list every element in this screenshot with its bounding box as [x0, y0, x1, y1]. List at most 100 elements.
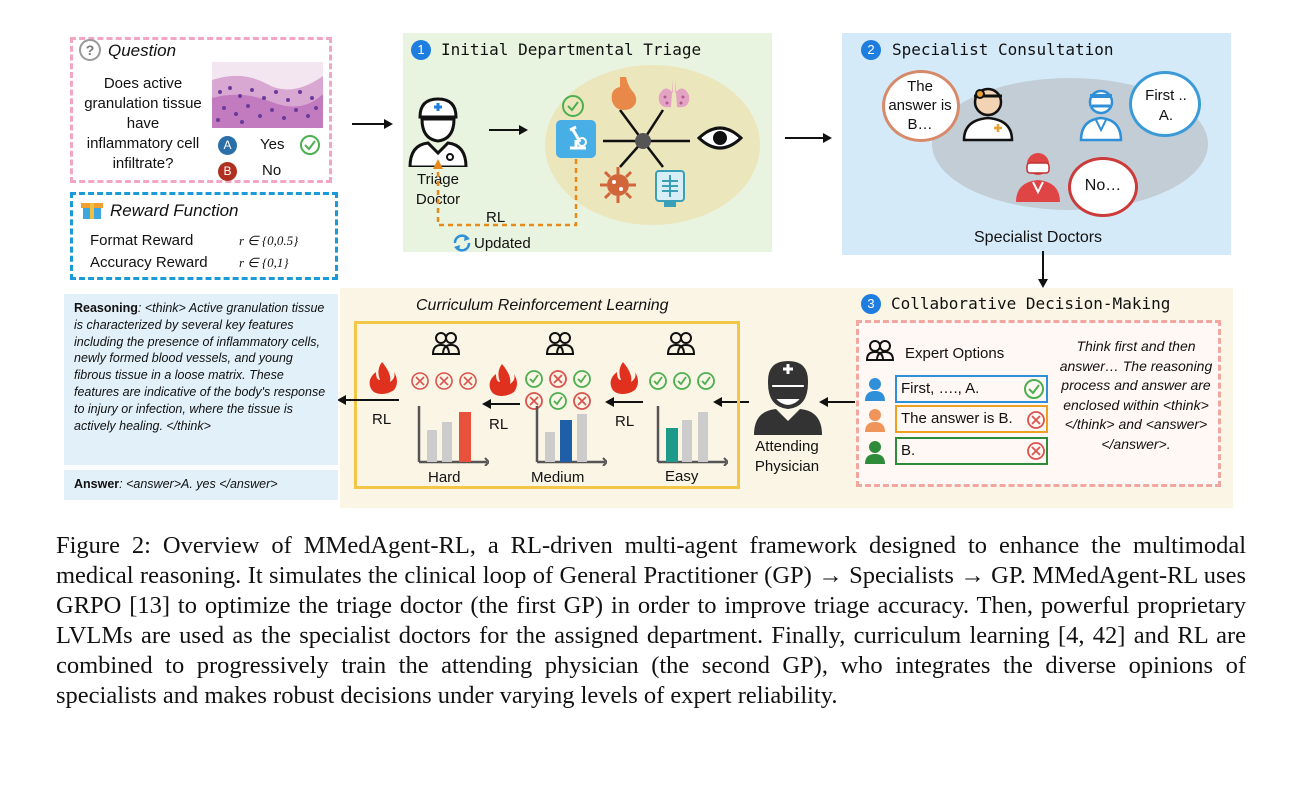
expert-option-1-text: First, …., A.: [901, 380, 980, 397]
arrow-triage-to-specialist: [785, 133, 832, 143]
option-3-cross-icon: [1026, 441, 1046, 466]
answer-text-block: Answer: <answer>A. yes </answer>: [74, 477, 278, 491]
expert-options-label: Expert Options: [905, 345, 1005, 362]
lungs-icon: [655, 75, 693, 118]
expert-option-3-text: B.: [901, 442, 916, 459]
check-icon: [299, 134, 321, 161]
virus-icon: [598, 165, 638, 210]
expert-option-2-text: The answer is B.: [901, 410, 1013, 427]
arrow-attending-to-curriculum: [713, 397, 749, 407]
medium-outcomes: [525, 370, 591, 410]
specialist-title: Specialist Consultation: [892, 40, 1114, 59]
hard-bar-chart: [417, 406, 489, 466]
accuracy-reward-label: Accuracy Reward: [90, 254, 208, 271]
reward-title: Reward Function: [110, 201, 239, 220]
arrow-easy-to-medium: [605, 397, 643, 407]
expert-2-icon: [864, 408, 886, 437]
question-text: Does active granulation tissue have infl…: [84, 75, 202, 172]
department-hub: [603, 109, 690, 168]
hard-outcomes: [411, 372, 477, 390]
triage-title: Initial Departmental Triage: [441, 40, 702, 59]
histology-image: [212, 62, 323, 128]
figure-caption: Figure 2: Overview of MMedAgent-RL, a RL…: [56, 532, 1246, 709]
flame-icon-easy: [607, 360, 639, 399]
expert-3-icon: [864, 440, 886, 469]
bubble-3-text: No…: [1084, 177, 1122, 194]
triage-badge: 1: [411, 40, 431, 60]
easy-group-icon: [666, 330, 696, 361]
rl-label-hard: RL: [372, 411, 392, 428]
eye-icon: [696, 124, 744, 157]
specialist-bubble-1: [882, 70, 960, 142]
specialist-bubble-2: [1129, 71, 1201, 137]
triage-doctor-icon: [406, 95, 470, 172]
reasoning-label: Reasoning: [74, 301, 138, 315]
curriculum-panel: [354, 321, 740, 489]
specialist-doctor-2-icon: [1078, 86, 1124, 147]
option-b-text: No: [262, 162, 282, 179]
rl-label-medium: RL: [489, 416, 509, 433]
attending-physician-label: Attending Physician: [754, 438, 820, 475]
reward-panel: [70, 192, 338, 280]
easy-bar-chart: [656, 406, 728, 466]
option-a-text: Yes: [260, 136, 285, 153]
answer-label: Answer: [74, 477, 120, 491]
answer-text: : <answer>A. yes </answer>: [119, 477, 278, 491]
microscope-icon: [556, 120, 596, 158]
hard-label: Hard: [428, 469, 461, 486]
easy-label: Easy: [665, 468, 699, 485]
reasoning-text-block: Reasoning: <think> Active granulation ti…: [74, 300, 332, 434]
curriculum-title: Curriculum Reinforcement Learning: [416, 297, 669, 314]
reasoning-text: : <think> Active granulation tissue is c…: [74, 301, 326, 433]
option-1-check-icon: [1023, 378, 1045, 405]
bubble-2-text: First .. A.: [1145, 87, 1187, 124]
option-a-badge: A: [218, 136, 237, 155]
collab-badge: 3: [861, 294, 881, 314]
arrow-medium-to-hard: [482, 399, 520, 409]
medium-label: Medium: [531, 469, 585, 486]
gift-icon: [80, 198, 104, 225]
reasoning-panel: [64, 294, 338, 465]
collab-title: Collaborative Decision-Making: [891, 294, 1171, 313]
flame-icon-medium: [486, 362, 518, 401]
option-b-badge: B: [218, 162, 237, 181]
arrow-collab-to-attending: [819, 397, 855, 407]
medium-bar-chart: [535, 406, 607, 466]
specialist-badge: 2: [861, 40, 881, 60]
question-panel: [70, 37, 332, 183]
format-reward-formula: r ∈ {0,0.5}: [239, 233, 299, 248]
updated-label: Updated: [474, 235, 531, 252]
triage-check-icon: [561, 94, 585, 123]
arrow-specialist-to-collab: [1038, 251, 1048, 288]
arrow-hard-to-output: [337, 395, 399, 405]
triage-rl-label: RL: [486, 209, 506, 226]
stomach-icon: [606, 75, 642, 120]
refresh-icon: [451, 233, 473, 258]
flame-icon-hard: [366, 360, 398, 399]
xray-icon: [654, 167, 686, 214]
expert-option-3-box: [895, 437, 1048, 465]
rl-label-easy: RL: [615, 413, 635, 430]
expert-1-icon: [864, 377, 886, 406]
expert-options-icon: [865, 338, 895, 367]
option-2-cross-icon: [1026, 410, 1046, 435]
arrow-doctor-to-department: [489, 125, 528, 135]
expert-option-2-box: [895, 405, 1048, 433]
answer-panel: [64, 470, 338, 500]
rl-feedback-loop: [433, 159, 578, 227]
specialist-doctor-3-icon: [1013, 148, 1063, 209]
bubble-1-text: The answer is B…: [888, 78, 952, 133]
question-icon: ?: [79, 39, 101, 61]
triage-doctor-label: Triage Doctor: [415, 171, 461, 208]
question-title: Question: [108, 41, 177, 60]
specialist-doctors-label: Specialist Doctors: [974, 229, 1103, 246]
attending-physician-icon: [752, 357, 824, 440]
hard-group-icon: [431, 330, 461, 361]
arrow-question-to-triage: [352, 119, 393, 129]
expert-option-1-box: [895, 375, 1048, 403]
medium-group-icon: [545, 330, 575, 361]
format-reward-label: Format Reward: [90, 232, 194, 249]
specialist-doctor-1-icon: [960, 82, 1016, 147]
specialist-bubble-3: [1068, 157, 1138, 217]
easy-outcomes: [649, 372, 715, 390]
